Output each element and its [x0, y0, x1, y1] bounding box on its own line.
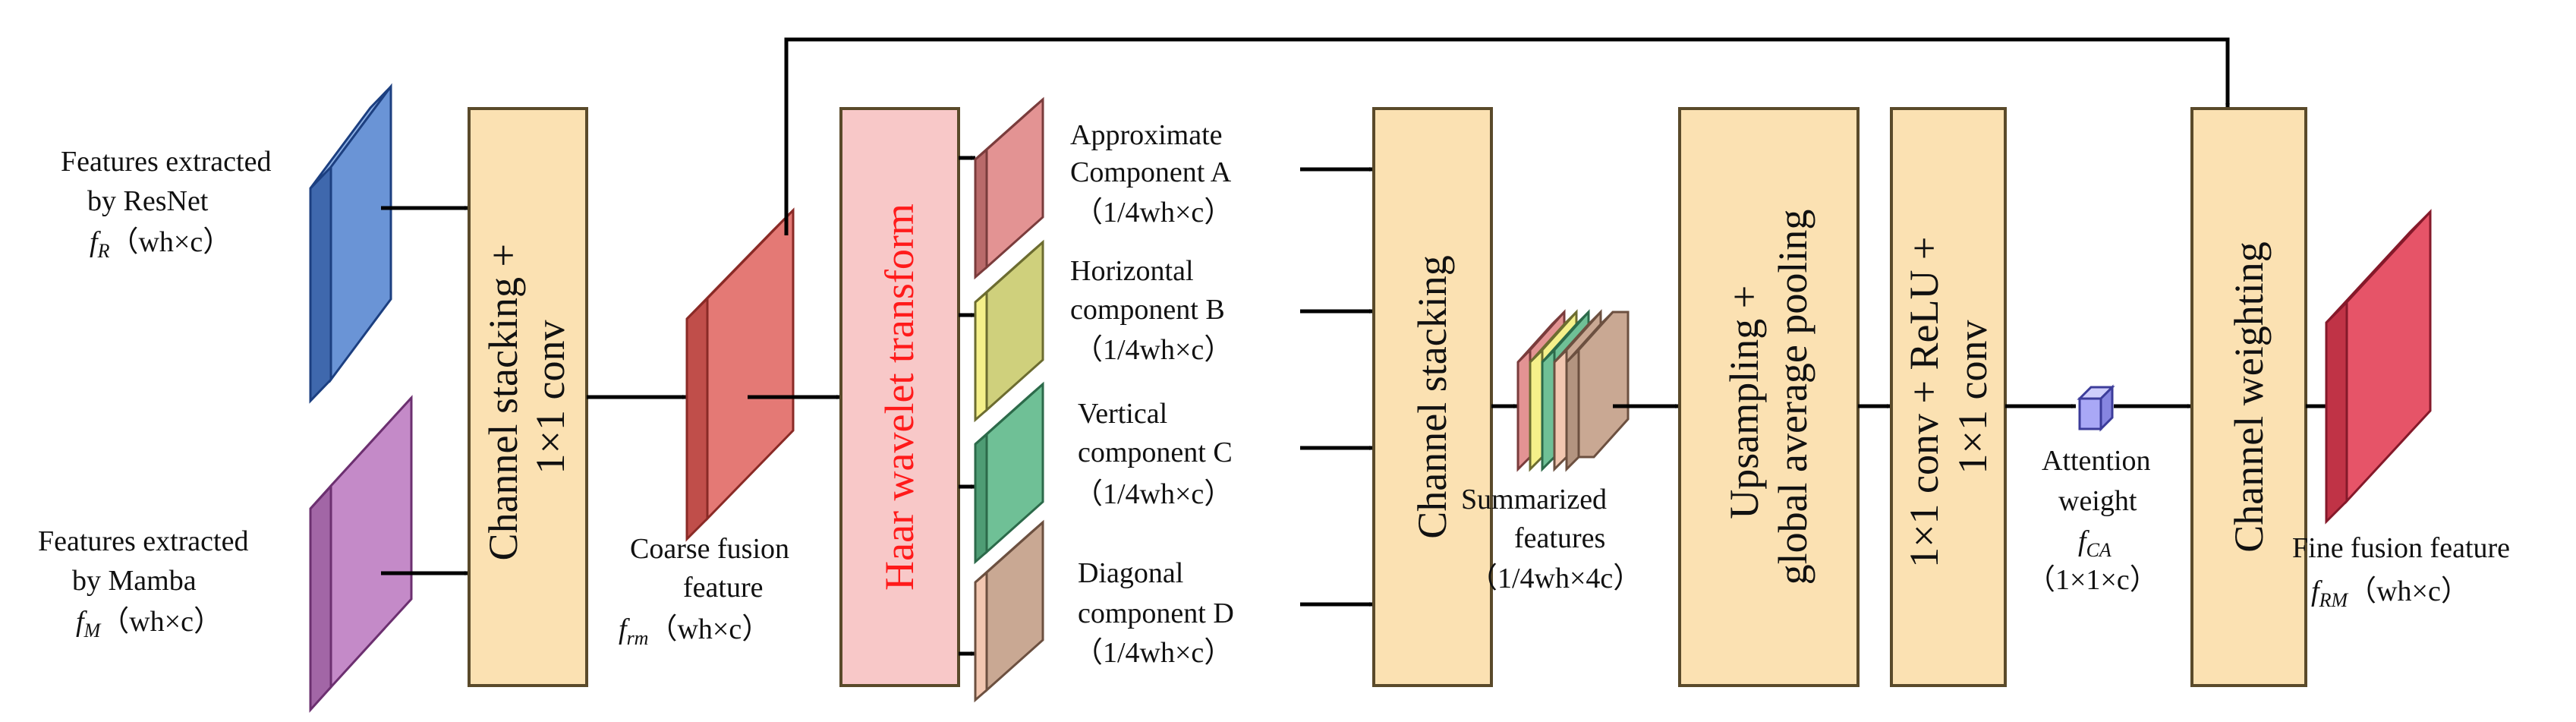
upsampling-pooling-label: Upsampling + global average pooling [1721, 210, 1815, 585]
fine-label-line1: Fine fusion feature [2292, 532, 2510, 564]
mamba-symbol: fM（wh×c） [76, 606, 222, 642]
component-d-line1: Diagonal [1078, 557, 1183, 589]
channel-weighting-label: Channel weighting [2226, 241, 2272, 552]
component-a-line2: Component A [1070, 156, 1232, 188]
upsampling-pooling-box [1678, 107, 1860, 687]
resnet-symbol: fR（wh×c） [90, 226, 231, 262]
channel-weighting-box [2190, 107, 2307, 687]
fine-fusion-block [2325, 209, 2432, 525]
skip-connection-arrow [784, 37, 2230, 235]
mamba-feature-block [309, 395, 413, 713]
component-a-block [974, 96, 1044, 280]
component-c-line2: component C [1078, 437, 1233, 468]
component-d-block [974, 519, 1044, 703]
attention-symbol: fCA [2078, 525, 2112, 561]
conv-relu-label: 1×1 conv + ReLU + 1×1 conv [1901, 226, 1995, 568]
coarse-label-line2: feature [683, 572, 763, 604]
channel-stacking-conv-box [468, 107, 588, 687]
summarized-line1: Summarized [1461, 484, 1607, 515]
summarized-features-block [1516, 309, 1630, 472]
component-d-line2: component D [1078, 597, 1234, 629]
component-a-line1: Approximate [1070, 119, 1223, 151]
haar-wavelet-box [839, 107, 960, 687]
resnet-label-line1: Features extracted [61, 146, 271, 178]
component-c-line1: Vertical [1078, 398, 1167, 430]
summarized-dims: （1/4wh×4c） [1469, 563, 1642, 594]
component-b-line1: Horizontal [1070, 255, 1194, 287]
component-b-line2: component B [1070, 294, 1225, 326]
coarse-fusion-block [685, 207, 795, 542]
mamba-label-line1: Features extracted [38, 525, 248, 557]
attention-line1: Attention [2042, 445, 2151, 477]
coarse-symbol: frm（wh×c） [619, 613, 770, 649]
haar-wavelet-label: Haar wavelet transform [877, 203, 922, 591]
summarized-line2: features [1514, 522, 1605, 554]
fine-symbol: fRM（wh×c） [2311, 575, 2470, 611]
attention-weight-cube [2077, 384, 2115, 432]
component-d-dims: （1/4wh×c） [1074, 637, 1233, 669]
resnet-feature-block [309, 83, 392, 404]
attention-line2: weight [2058, 485, 2137, 517]
conv-relu-box [1890, 107, 2007, 687]
resnet-label-line2: by ResNet [87, 185, 209, 217]
mamba-label-line2: by Mamba [72, 565, 197, 597]
component-c-block [974, 381, 1044, 565]
component-c-dims: （1/4wh×c） [1074, 478, 1233, 510]
channel-stacking-box [1372, 107, 1493, 687]
component-b-block [974, 239, 1044, 423]
attention-dims: （1×1×c） [2026, 564, 2159, 596]
component-a-dims: （1/4wh×c） [1074, 197, 1233, 229]
component-b-dims: （1/4wh×c） [1074, 334, 1233, 366]
coarse-label-line1: Coarse fusion [630, 533, 789, 565]
channel-stacking-conv-label: Channel stacking + 1×1 conv [480, 234, 573, 561]
channel-stacking-label: Channel stacking [1409, 255, 1455, 538]
